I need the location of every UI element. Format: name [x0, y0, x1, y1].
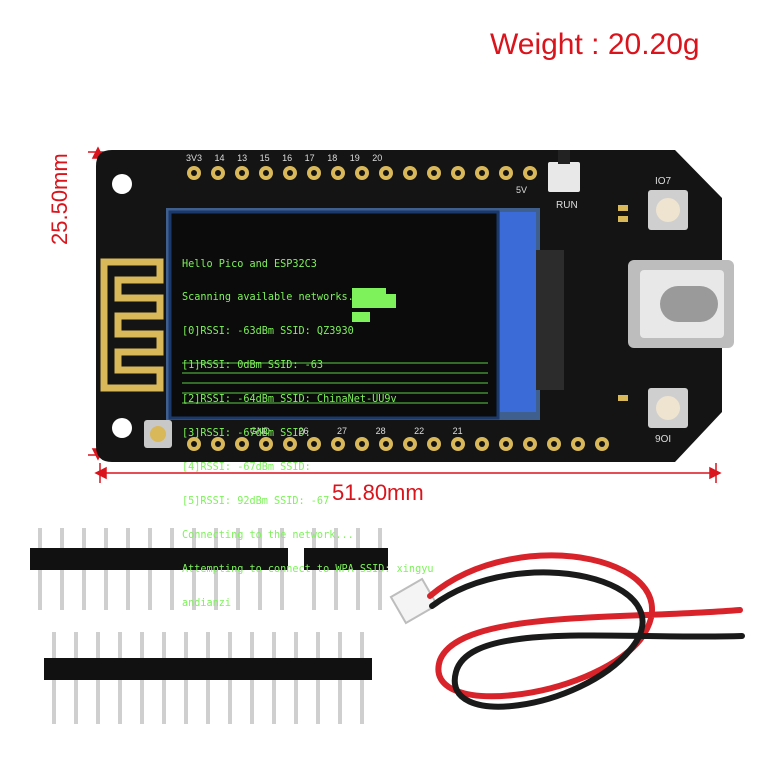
screen-line: [3]RSSI: -67dBm SSID: [182, 428, 311, 440]
screen-line: [2]RSSI: -64dBm SSID: ChinaNet-UU9v [182, 394, 397, 406]
screen-line: Connecting to the network... [182, 529, 354, 541]
screen-line: [1]RSSI: 0dBm SSID: -63 [182, 360, 324, 372]
pin-label: 13 [237, 153, 248, 163]
pin-label: 16 [282, 153, 293, 163]
pin-header-2 [304, 528, 388, 610]
pin-label: 18 [327, 153, 338, 163]
oled-screen-text: Hello Pico and ESP32C3 Scanning availabl… [182, 236, 492, 620]
pin-label: 26 [298, 426, 309, 436]
pin-label: 19 [349, 153, 360, 163]
silkscreen-io6: IO6 [655, 432, 672, 443]
pin-label: 27 [337, 426, 348, 436]
pin-label: 15 [259, 153, 270, 163]
pin-header-1 [30, 528, 288, 610]
pin-label: 3V3 [186, 153, 203, 163]
screen-line: andianzi [182, 597, 232, 609]
pin-label: 21 [452, 426, 463, 436]
esp32c3-board [96, 150, 734, 462]
jst-cable [389, 552, 745, 710]
pin-label: 28 [375, 426, 386, 436]
pin-label: 20 [372, 153, 383, 163]
silkscreen-bottom-pins: GND 26 27 28 22 21 [250, 426, 463, 436]
pin-label: 17 [304, 153, 315, 163]
width-dimension-label: 51.80mm [332, 480, 424, 505]
screen-line: [4]RSSI: -67dBm SSID: [182, 461, 311, 473]
screen-line: Attempting to connect to WPA SSID: xingy… [182, 563, 434, 575]
height-dimension-label: 25.50mm [47, 153, 72, 245]
screen-line: Scanning available networks... [182, 292, 367, 304]
silkscreen-top-pins: 3V3 14 13 15 16 17 18 19 20 [186, 153, 382, 163]
screen-line: [0]RSSI: -63dBm SSID: QZ3930 [182, 326, 354, 338]
screen-line: Hello Pico and ESP32C3 [182, 258, 317, 270]
pin-header-3 [44, 632, 372, 724]
silkscreen-5v: 5V [516, 185, 528, 195]
silkscreen-run: RUN [556, 200, 578, 211]
silkscreen-io7: IO7 [655, 176, 672, 187]
weight-label: Weight : 20.20g [490, 28, 700, 61]
pin-label: 22 [414, 426, 425, 436]
pin-label: 14 [214, 153, 225, 163]
screen-line: [5]RSSI: 92dBm SSID: -67 [182, 495, 330, 507]
pin-label: GND [250, 426, 270, 436]
